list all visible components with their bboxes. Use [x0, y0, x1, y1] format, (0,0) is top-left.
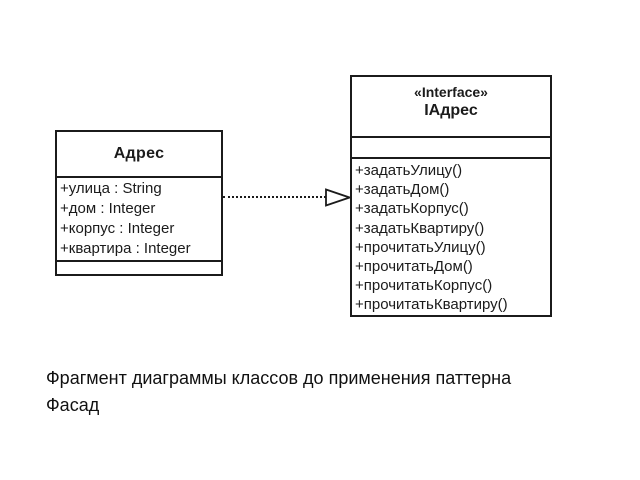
interface-operation: +прочитатьДом() — [355, 258, 473, 276]
hollow-triangle-arrowhead — [325, 188, 351, 207]
class-title: Адрес — [113, 145, 165, 162]
class-title-compartment: Адрес — [57, 132, 221, 178]
class-attribute: +дом : Integer — [60, 200, 156, 217]
interface-attributes-compartment-empty — [352, 138, 550, 159]
class-operations-compartment-empty — [57, 262, 221, 274]
class-box-address: Адрес +улица : String +дом : Integer +ко… — [55, 130, 223, 276]
interface-operation: +задатьКорпус() — [355, 200, 469, 218]
interface-stereotype: «Interface» — [414, 84, 488, 100]
class-attribute: +квартира : Integer — [60, 240, 191, 257]
interface-operation: +прочитатьКвартиру() — [355, 296, 508, 314]
interface-box-iaddress: «Interface» IАдрес +задатьУлицу() +задат… — [350, 75, 552, 317]
class-attribute: +улица : String — [60, 180, 162, 197]
class-attributes-compartment: +улица : String +дом : Integer +корпус :… — [57, 178, 221, 262]
interface-title: IАдрес — [424, 102, 478, 119]
class-attribute: +корпус : Integer — [60, 220, 175, 237]
interface-title-compartment: «Interface» IАдрес — [352, 77, 550, 138]
realization-dashed-line — [223, 196, 326, 198]
interface-operation: +задатьДом() — [355, 181, 450, 199]
diagram-caption-line2: Фасад — [46, 395, 100, 415]
interface-operation: +задатьКвартиру() — [355, 219, 485, 237]
interface-operation: +прочитатьКорпус() — [355, 277, 493, 295]
interface-operation: +задатьУлицу() — [355, 162, 463, 179]
interface-operation: +прочитатьУлицу() — [355, 238, 486, 256]
diagram-caption-line1: Фрагмент диаграммы классов до применения… — [46, 368, 512, 388]
diagram-caption: Фрагмент диаграммы классов до применения… — [46, 365, 511, 419]
interface-operations-compartment: +задатьУлицу() +задатьДом() +задатьКорпу… — [352, 159, 550, 315]
